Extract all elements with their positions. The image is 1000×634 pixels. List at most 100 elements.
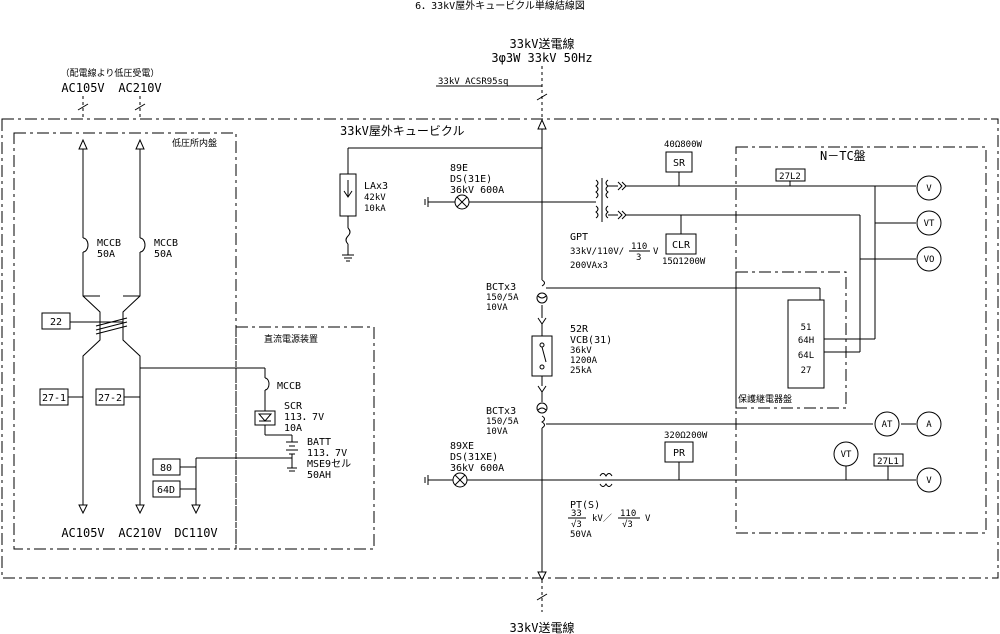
sr-rating: 40Ω800W	[664, 140, 703, 150]
relay-panel-boundary	[735, 271, 847, 409]
relay-64l-label: 64L	[798, 351, 814, 361]
relay-51-label: 51	[801, 323, 812, 333]
vcb-box	[531, 335, 553, 377]
gpt-label: GPT	[570, 232, 588, 243]
relay-panel-label: 保護継電器盤	[738, 393, 792, 405]
ds-31e-name: DS(31E)	[450, 174, 492, 185]
vcb-a: 1200A	[570, 356, 598, 366]
voltmeter-switch-2-label: VT	[841, 450, 852, 460]
pt-s-den2: √3	[622, 519, 633, 530]
pr-rating: 320Ω200W	[664, 431, 708, 441]
relay-27-2-box	[95, 388, 125, 406]
gpt-va: 200VAx3	[570, 261, 608, 271]
pr-label: PR	[673, 448, 686, 459]
mccb-2-label: MCCB	[154, 238, 178, 249]
batt-type: MSE9セル	[307, 458, 351, 470]
zero-voltmeter-label: VO	[924, 255, 935, 265]
gpt-symbol	[542, 178, 916, 222]
la-label: LAx3	[364, 181, 388, 192]
dc-panel-label: 直流電源装置	[264, 333, 318, 345]
relay-22-box	[41, 312, 71, 330]
lv-supply-ac105: AC105V	[61, 81, 104, 95]
bct-2-ratio: 150/5A	[486, 417, 519, 427]
ds-31e-no: 89E	[450, 163, 468, 174]
lv-panel-label: 低圧所内盤	[172, 137, 217, 149]
mccb-1-label: MCCB	[97, 238, 121, 249]
incoming-cable-label: 33kV ACSR95sq	[438, 77, 508, 87]
bct-1-ratio: 150/5A	[486, 293, 519, 303]
batt-label: BATT	[307, 437, 331, 448]
gpt-frac-den: 3	[636, 253, 641, 263]
ntc-wiring	[789, 180, 916, 480]
dc-circuit	[180, 368, 298, 515]
lv-out-dc110: DC110V	[174, 526, 217, 540]
mccb-2-rating: 50A	[154, 249, 172, 260]
dc-panel-boundary	[235, 326, 375, 550]
ds-31xe-no: 89XE	[450, 441, 474, 452]
ds-31xe-branch	[424, 472, 916, 488]
pt-s-v: V	[645, 514, 651, 524]
relay-22-label: 22	[50, 317, 62, 328]
relay-27-2-label: 27-2	[98, 393, 122, 404]
pt-s-va: 50VA	[570, 530, 592, 540]
mccb-1-rating: 50A	[97, 249, 115, 260]
voltmeter-1-label: V	[926, 184, 932, 194]
batt-voltage: 113．7V	[307, 448, 347, 459]
gpt-frac-num: 110	[631, 242, 647, 252]
pt-s-symbol	[599, 473, 613, 477]
relay-27l1-label: 27L1	[877, 457, 899, 467]
lv-supply-note: （配電線より低圧受電）	[61, 67, 160, 79]
scr-current: 10A	[284, 423, 302, 434]
voltmeter-1	[916, 175, 942, 201]
pt-s-den1: √3	[571, 519, 582, 530]
scr-label: SCR	[284, 401, 303, 412]
pt-s-label: PT(S)	[570, 500, 600, 511]
la-ka: 10kA	[364, 204, 386, 214]
clr-label: CLR	[672, 240, 691, 251]
pt-s-kv: kV／	[592, 513, 612, 524]
ammeter-label: A	[926, 420, 932, 430]
lv-supply-ac210: AC210V	[118, 81, 161, 95]
lv-feeders: MCCB 50A MCCB 50A	[66, 96, 265, 515]
la-branch	[339, 147, 542, 262]
relay-27-label: 27	[801, 366, 812, 376]
ammeter-switch	[874, 411, 900, 437]
bct-1-va: 10VA	[486, 303, 508, 313]
relay-27-1-box	[39, 388, 69, 406]
lv-out-ac105: AC105V	[61, 526, 104, 540]
relay-80-box	[152, 458, 181, 476]
voltmeter-2	[916, 467, 942, 493]
outgoing-line-name: 33kV送電線	[510, 620, 575, 634]
gpt-unit: V	[653, 247, 659, 257]
ds-31xe-rating: 36kV 600A	[450, 463, 504, 474]
relay-64d-box	[152, 480, 181, 498]
cubicle-boundary	[1, 118, 999, 579]
ntc-panel-label: N－TC盤	[820, 149, 866, 163]
ds-31e-branch	[424, 194, 542, 210]
voltmeter-switch-2	[833, 441, 859, 467]
ntc-panel-boundary	[735, 146, 987, 534]
pt-s-num2: 110	[620, 509, 636, 519]
dc-mccb-symbol	[264, 377, 270, 391]
vcb-kv: 36kV	[570, 346, 592, 356]
vcb-ka: 25kA	[570, 366, 592, 376]
voltmeter-switch-1	[916, 210, 942, 236]
bct-2-label: BCTx3	[486, 406, 516, 417]
bct-2-va: 10VA	[486, 427, 508, 437]
ammeter-switch-label: AT	[882, 420, 893, 430]
relay-64d-label: 64D	[157, 485, 175, 496]
voltmeter-2-label: V	[926, 476, 932, 486]
mccb-2-symbol	[139, 237, 146, 253]
protection-relay-box	[787, 299, 825, 389]
dc-mccb-label: MCCB	[277, 381, 301, 392]
incoming-line-name: 33kV送電線	[510, 36, 575, 51]
cubicle-label: 33kV屋外キュービクル	[340, 124, 465, 138]
scr-box	[254, 410, 276, 426]
diagram-title: 6．33kV屋外キュービクル単線結線図	[415, 0, 585, 12]
relay-27l1-box	[873, 453, 904, 467]
gpt-ratio: 33kV/110V/	[570, 247, 624, 257]
vcb-name: VCB(31)	[570, 335, 612, 346]
bct-1-label: BCTx3	[486, 282, 516, 293]
incoming-line-spec: 3φ3W 33kV 50Hz	[491, 51, 592, 65]
vcb-no: 52R	[570, 324, 589, 335]
